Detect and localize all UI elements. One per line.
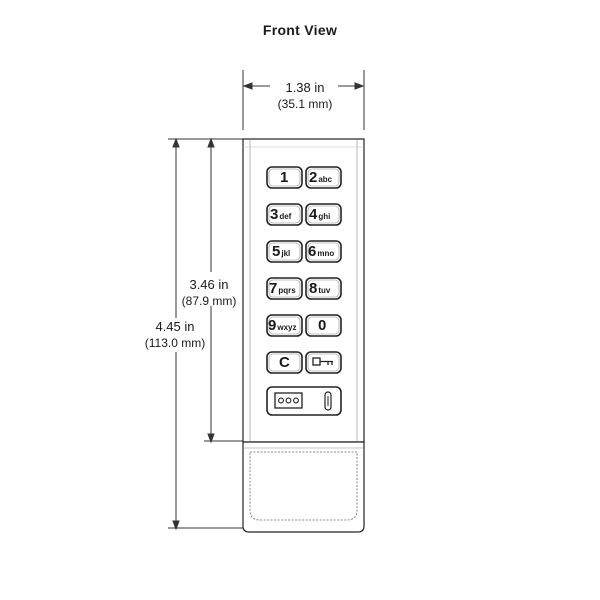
keypad-height-imperial: 3.46 in	[189, 277, 229, 292]
key-clear[interactable]: C	[279, 354, 290, 371]
overall-height-dimension	[168, 137, 246, 531]
key-0[interactable]: 0	[318, 317, 327, 334]
key-grid	[266, 166, 342, 374]
keypad-height-label: 3.46 in (87.9 mm)	[168, 276, 250, 310]
overall-height-metric: (113.0 mm)	[144, 336, 206, 350]
key-lock-button[interactable]	[306, 352, 341, 373]
width-dimension-label: 1.38 in (35.1 mm)	[250, 79, 360, 113]
key-2[interactable]: 2abc	[309, 169, 333, 186]
battery-contact-port	[266, 386, 342, 416]
key-icon	[312, 357, 333, 366]
key-7[interactable]: 7pqrs	[269, 280, 296, 297]
lower-housing	[242, 441, 365, 533]
key-8[interactable]: 8tuv	[309, 280, 331, 297]
overall-height-label: 4.45 in (113.0 mm)	[134, 318, 216, 352]
overall-height-imperial: 4.45 in	[155, 319, 195, 334]
width-imperial: 1.38 in	[285, 80, 325, 95]
key-3[interactable]: 3def	[270, 206, 292, 223]
key-6[interactable]: 6mno	[308, 243, 335, 260]
key-9[interactable]: 9wxyz	[268, 317, 297, 334]
keypad-height-metric: (87.9 mm)	[181, 294, 237, 308]
key-4[interactable]: 4ghi	[309, 206, 331, 223]
page-title: Front View	[262, 22, 338, 38]
key-5[interactable]: 5jkl	[272, 243, 291, 260]
width-dimension	[242, 70, 365, 130]
key-1[interactable]: 1	[280, 169, 289, 186]
width-metric: (35.1 mm)	[277, 97, 333, 111]
keypad-height-dimension	[168, 137, 246, 444]
